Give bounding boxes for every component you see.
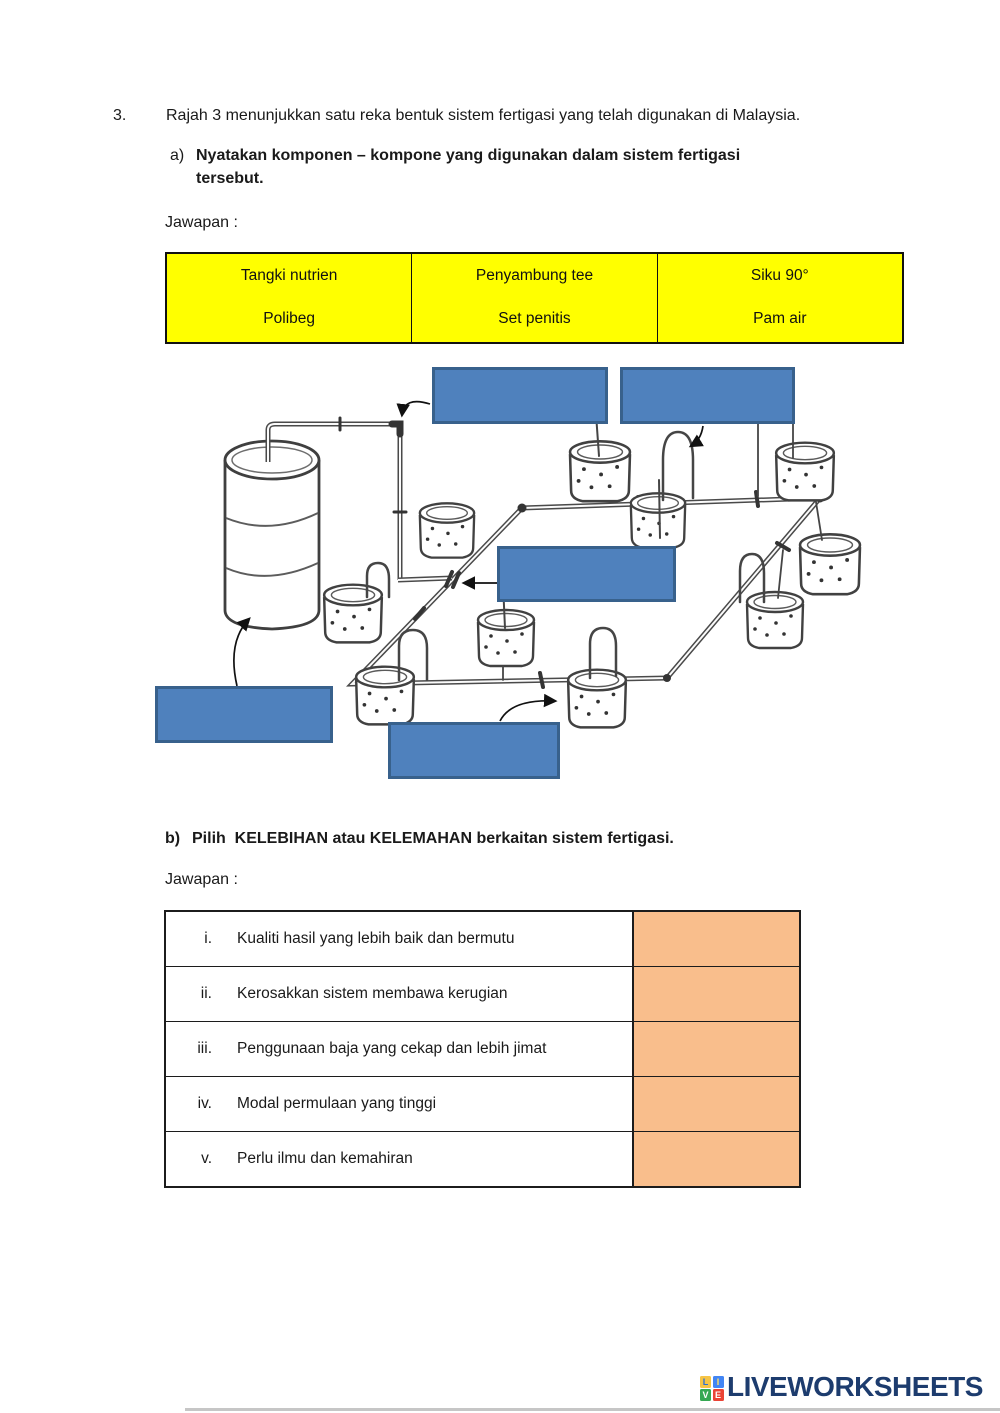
part-a-prompt-line2: tersebut. [196, 170, 264, 187]
row-numeral: iii. [197, 1040, 212, 1057]
table-row: iv. Modal permulaan yang tinggi [166, 1076, 799, 1131]
word-bank-item[interactable]: Penyambung tee [475, 267, 594, 284]
word-bank-item[interactable]: Set penitis [498, 310, 571, 327]
answer-drop-zone-3[interactable] [497, 546, 676, 602]
answer-drop-zone-1[interactable] [432, 367, 608, 424]
fertigation-diagram [0, 360, 1000, 800]
part-a-prompt: Nyatakan komponen – kompone yang digunak… [196, 144, 856, 190]
part-b-prompt: Pilih KELEBIHAN atau KELEMAHAN berkaitan… [192, 830, 674, 847]
row-text: Kualiti hasil yang lebih baik dan bermut… [237, 930, 515, 947]
answer-select-cell-5[interactable] [632, 1132, 799, 1186]
nutrient-tank-sketch [223, 439, 321, 631]
table-row: iii. Penggunaan baja yang cekap dan lebi… [166, 1021, 799, 1076]
row-text: Perlu ilmu dan kemahiran [237, 1150, 413, 1167]
answer-select-cell-1[interactable] [632, 912, 799, 966]
liveworksheets-logo-icon: L I V E [700, 1375, 724, 1402]
label-arrows [233, 400, 704, 722]
row-numeral: iv. [197, 1095, 212, 1112]
logo-tile-v: V [700, 1389, 711, 1401]
table-row: v. Perlu ilmu dan kemahiran [166, 1131, 799, 1186]
answer-select-cell-2[interactable] [632, 967, 799, 1021]
row-text: Penggunaan baja yang cekap dan lebih jim… [237, 1040, 547, 1057]
part-b-table: i. Kualiti hasil yang lebih baik dan ber… [164, 910, 801, 1188]
table-row: i. Kualiti hasil yang lebih baik dan ber… [166, 912, 799, 966]
word-bank-item[interactable]: Siku 90° [750, 267, 809, 284]
part-a-prompt-line1: Nyatakan komponen – kompone yang digunak… [196, 147, 741, 164]
answer-select-cell-3[interactable] [632, 1022, 799, 1076]
part-b-answer-label: Jawapan : [165, 871, 238, 888]
page-edge-line [185, 1408, 1000, 1411]
word-bank-item[interactable]: Pam air [753, 310, 807, 327]
part-a-label: a) [170, 147, 185, 164]
answer-drop-zone-4[interactable] [155, 686, 333, 743]
pipe-supply-sketch [265, 421, 453, 583]
question-number: 3. [113, 107, 127, 124]
word-bank-cell: Siku 90° Pam air [658, 254, 902, 342]
pipe-fittings-sketch [338, 416, 825, 689]
table-row: ii. Kerosakkan sistem membawa kerugian [166, 966, 799, 1021]
row-numeral: i. [204, 930, 212, 947]
word-bank-cell: Tangki nutrien Polibeg [167, 254, 413, 342]
logo-tile-e: E [712, 1389, 724, 1401]
part-a-answer-label: Jawapan : [165, 214, 238, 231]
word-bank-item[interactable]: Tangki nutrien [240, 267, 338, 284]
dripper-stakes-sketch [365, 413, 823, 682]
answer-select-cell-4[interactable] [632, 1077, 799, 1131]
row-numeral: ii. [200, 985, 212, 1002]
fertigation-sketch [223, 400, 862, 729]
word-bank-item[interactable]: Polibeg [263, 310, 316, 327]
row-numeral: v. [201, 1150, 212, 1167]
word-bank-cell: Penyambung tee Set penitis [412, 254, 658, 342]
liveworksheets-logo: L I V E LIVEWORKSHEETS [700, 1372, 983, 1402]
question-text: Rajah 3 menunjukkan satu reka bentuk sis… [166, 107, 801, 124]
word-bank-table: Tangki nutrien Polibeg Penyambung tee Se… [165, 252, 904, 344]
logo-tile-i: I [712, 1375, 724, 1388]
part-b-label: b) [165, 830, 181, 847]
answer-drop-zone-2[interactable] [620, 367, 795, 424]
row-text: Kerosakkan sistem membawa kerugian [237, 985, 508, 1002]
row-text: Modal permulaan yang tinggi [237, 1095, 437, 1112]
liveworksheets-wordmark: LIVEWORKSHEETS [727, 1371, 983, 1402]
answer-drop-zone-5[interactable] [388, 722, 560, 779]
logo-tile-l: L [700, 1375, 711, 1388]
